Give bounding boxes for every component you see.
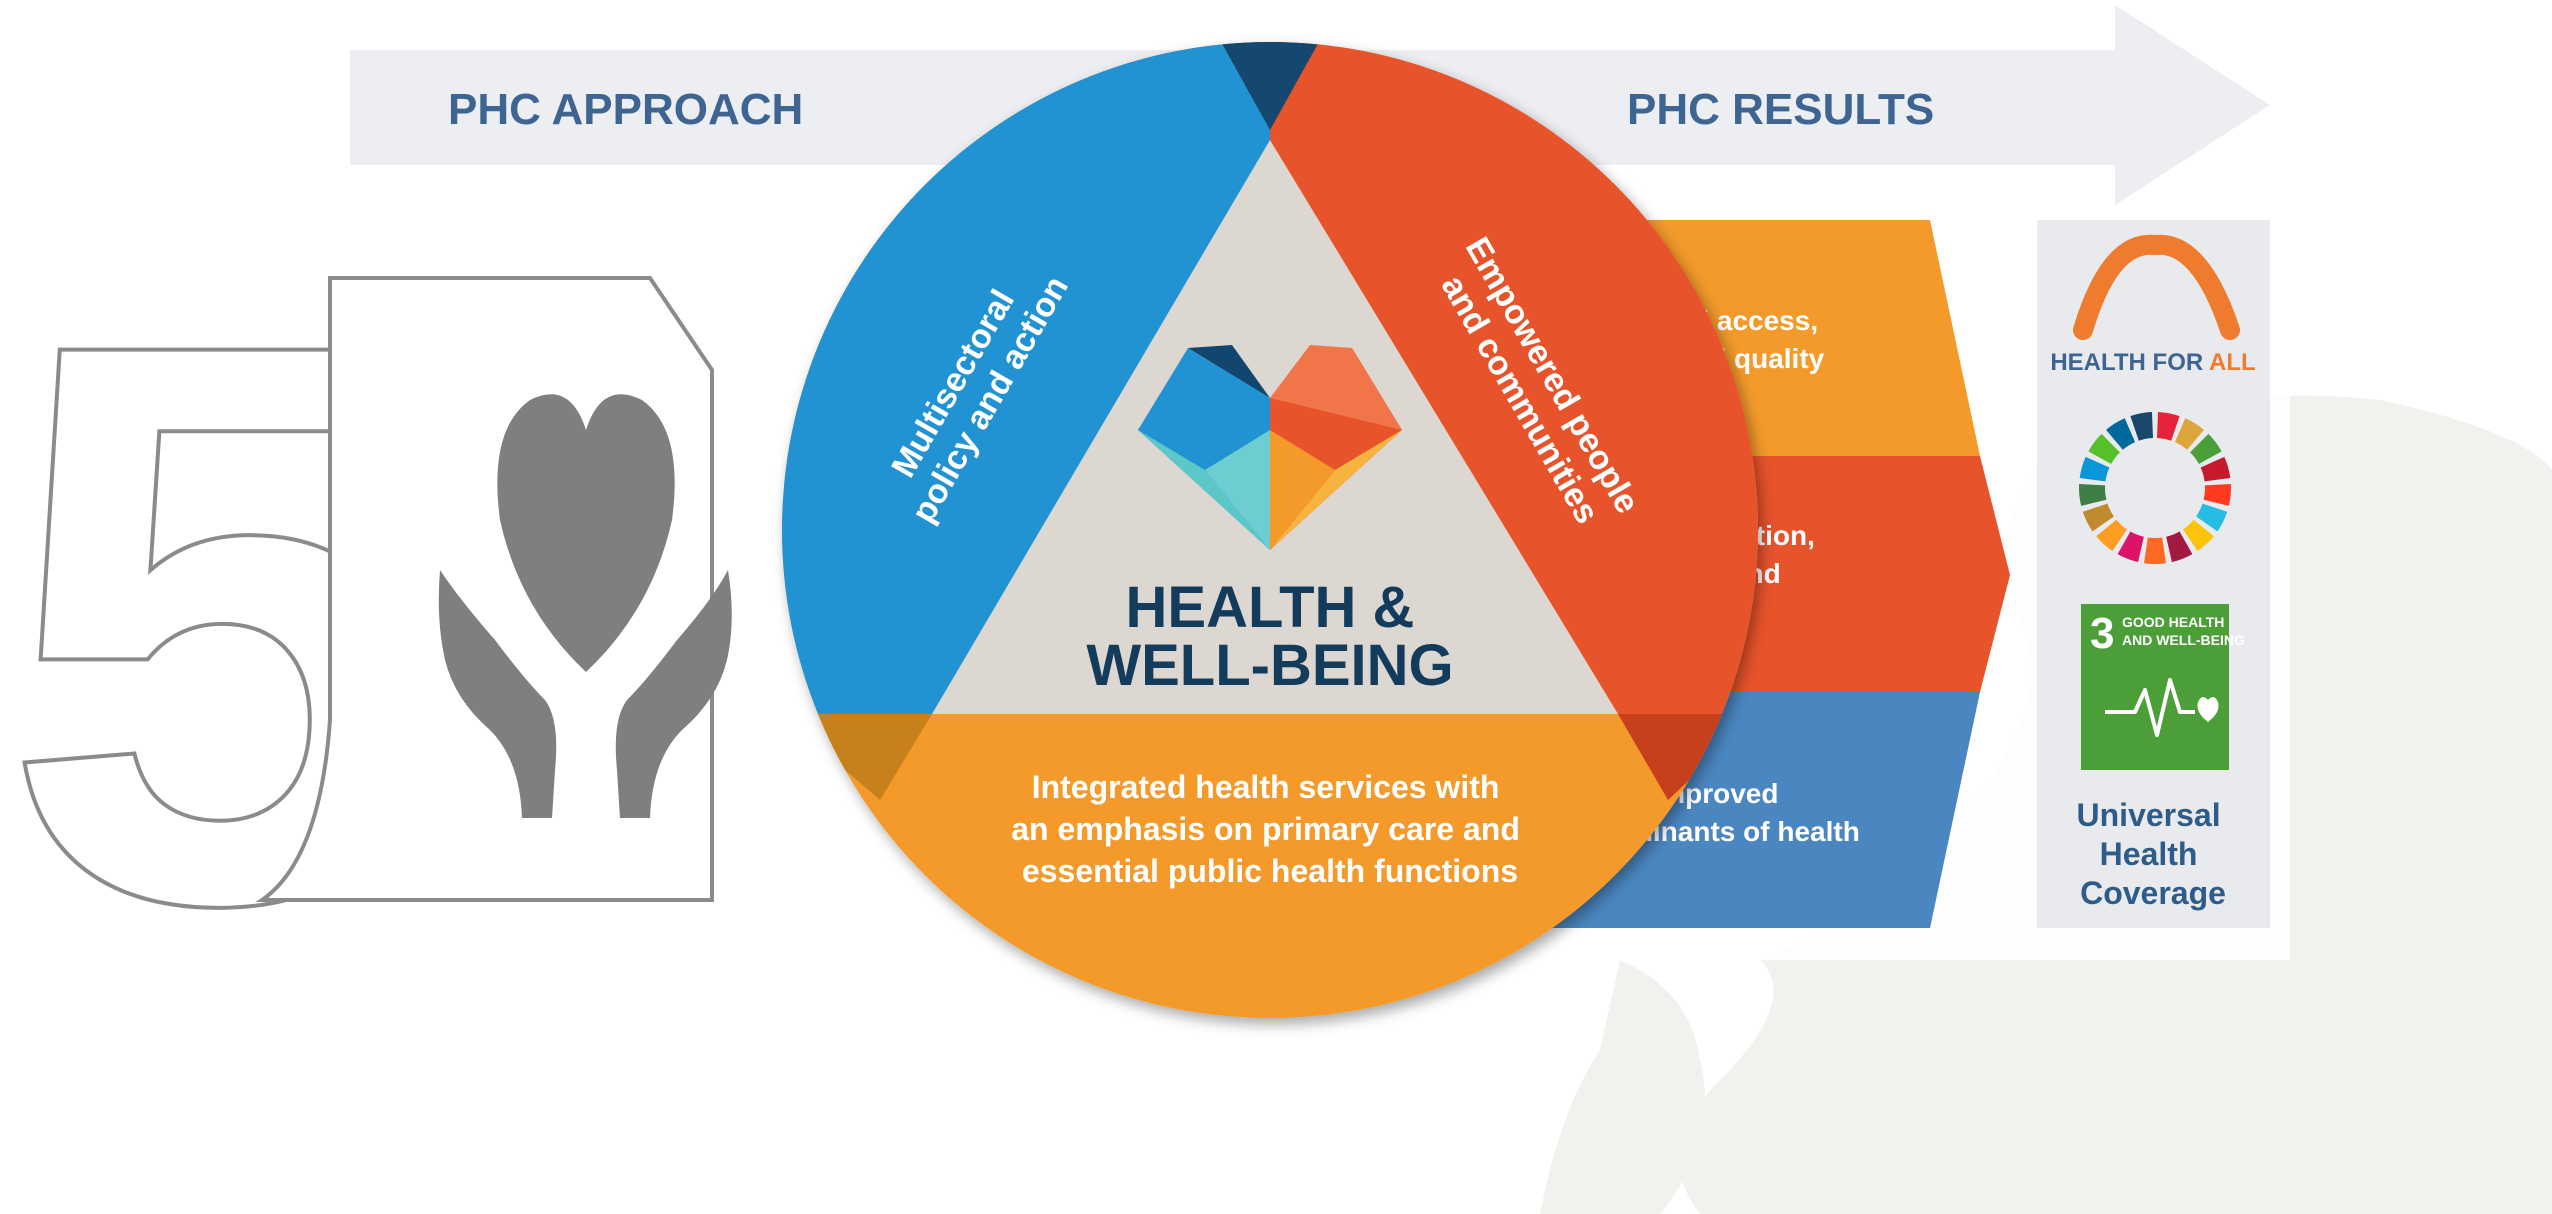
result-3-line-2: minants of health bbox=[1628, 816, 1860, 847]
health-for-all-part1: HEALTH FOR bbox=[2050, 349, 2209, 376]
sdg3-label-line-1: GOOD HEALTH bbox=[2122, 614, 2224, 630]
sdg-wheel-segment bbox=[2088, 433, 2120, 464]
sdg-wheel-segment bbox=[2144, 537, 2166, 564]
sdg-wheel-segment bbox=[2156, 412, 2180, 441]
sdg3-label: GOOD HEALTH AND WELL-BEING bbox=[2122, 614, 2245, 648]
sdg-wheel-segment bbox=[2183, 519, 2214, 551]
sdg3-label-line-2: AND WELL-BEING bbox=[2122, 632, 2245, 648]
center-title-line-2: WELL-BEING bbox=[1086, 633, 1453, 698]
bottom-segment-line-1: Integrated health services with bbox=[1032, 769, 1500, 805]
uhc-line-2: Health bbox=[2100, 836, 2198, 872]
wellbeing-heart-icon bbox=[1138, 345, 1402, 550]
wheel-top-notch bbox=[1220, 42, 1320, 130]
sdg-wheel-segment bbox=[2130, 412, 2154, 441]
bottom-segment-line-3: essential public health functions bbox=[1022, 853, 1518, 889]
bottom-segment-line-2: an emphasis on primary care and bbox=[1011, 811, 1520, 847]
uhc-line-3: Coverage bbox=[2080, 875, 2226, 911]
sdg-wheel-segment bbox=[2174, 418, 2204, 450]
sdg-wheel-icon bbox=[2079, 412, 2232, 564]
sdg-wheel-segment bbox=[2079, 456, 2110, 482]
health-for-all-label: HEALTH FOR ALL bbox=[2050, 349, 2255, 376]
heartbeat-icon bbox=[2105, 678, 2219, 737]
health-for-all-part2: ALL bbox=[2209, 349, 2256, 376]
outcomes-panel: HEALTH FOR ALL 3 GOOD HEALTH AND WELL-BE… bbox=[2037, 220, 2270, 928]
fifty-logo: 5 bbox=[0, 174, 732, 1072]
phc-results-label: PHC RESULTS bbox=[1627, 85, 1934, 134]
sdg-wheel-segment bbox=[2079, 484, 2107, 506]
sdg-wheel-segment bbox=[2196, 503, 2228, 532]
sdg3-badge-bg bbox=[2081, 604, 2229, 770]
sdg-wheel-segment bbox=[2190, 433, 2222, 464]
phc-approach-label: PHC APPROACH bbox=[448, 85, 803, 134]
heart-in-hands-icon bbox=[438, 394, 732, 818]
sdg-wheel-segment bbox=[2117, 531, 2144, 563]
sdg-wheel-segment bbox=[2166, 531, 2193, 563]
sdg-wheel-segment bbox=[2203, 484, 2232, 506]
sdg-wheel-segment bbox=[2096, 519, 2127, 551]
health-for-all-arc-icon bbox=[2073, 234, 2240, 340]
uhc-label: Universal Health Coverage bbox=[2077, 797, 2230, 911]
sdg-wheel-segment bbox=[2106, 418, 2136, 450]
sdg-wheel-segment bbox=[2082, 503, 2114, 532]
uhc-line-1: Universal bbox=[2077, 797, 2221, 833]
center-title-line-1: HEALTH & bbox=[1126, 575, 1415, 640]
bottom-segment-label: Integrated health services with an empha… bbox=[1011, 769, 1529, 889]
sdg3-number: 3 bbox=[2090, 609, 2114, 658]
sdg-wheel-segment bbox=[2200, 456, 2231, 482]
result-text-3: nproved minants of health bbox=[1628, 778, 1860, 847]
